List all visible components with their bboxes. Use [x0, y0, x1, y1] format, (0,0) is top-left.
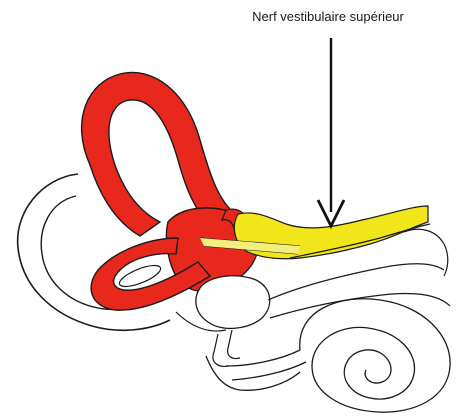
nerve-pointer-arrow	[318, 38, 344, 226]
duct-lower-mid2	[228, 330, 240, 359]
duct-lower-mid	[213, 334, 228, 366]
bony-contour-right-2	[270, 294, 450, 319]
saccule	[196, 276, 270, 329]
